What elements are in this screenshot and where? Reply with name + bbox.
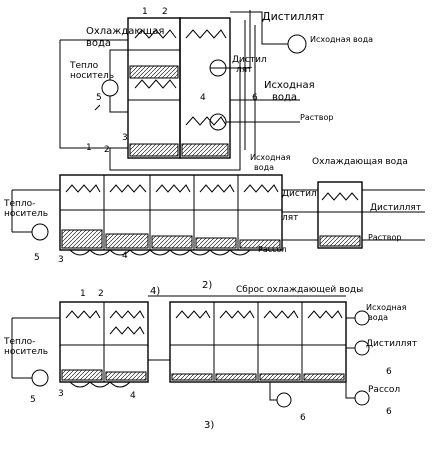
coil-1 [134,29,177,39]
num-2: 2 [162,7,168,17]
label-brine2: Рассол [258,245,287,254]
coil-2 [134,79,177,89]
num-6c: 6 [300,413,306,423]
num-6d: 6 [386,367,392,377]
num-1b: 1 [86,143,92,153]
label-solution2: Раствор [368,233,401,242]
label-distillate-mid-l2: лят [236,65,252,75]
label-heat-carrier2-l1: Тепло- [3,199,35,209]
num-2c: 2 [98,289,104,299]
label-distillate: Дистиллят [262,10,325,23]
num-4b: 4 [122,251,128,261]
num-6: 6 [252,93,258,103]
label-heat-carrier-l2: носитель [70,71,114,81]
label-heat-carrier3-l2: носитель [4,347,48,357]
label-distillate2-mid-l2: лят [282,213,298,223]
heater-1 [101,79,119,97]
num-1: 1 [142,7,148,17]
scheme-2: Исходная вода Охлаждающая вода Дистиллят… [3,143,425,291]
num-5c: 5 [30,395,36,405]
figure-label-2: 2) [202,280,212,291]
label-distillate3: Дистиллят [366,339,417,349]
num-3b: 3 [58,255,64,265]
label-heat-carrier-l1: Тепло [69,61,99,71]
figure-label-4: 4) [150,286,160,297]
pump-source-water [287,34,307,54]
pump-3d [354,390,370,406]
label-brine3: Рассол [368,385,400,395]
label-distillate-mid-l1: Дистил [232,55,267,65]
num-3c: 3 [58,389,64,399]
label-cooling-water2: Охлаждающая вода [312,157,408,167]
scheme-3: Сброс охлаждающей воды Исходная вода Дис… [3,285,417,431]
num-6e: 6 [386,407,392,417]
num-4c: 4 [130,391,136,401]
label-cooling-water-l2: вода [86,38,111,49]
label-solution: Раствор [300,113,333,122]
sump-2 [129,143,179,157]
num-1c: 1 [80,289,86,299]
column-1 [127,17,181,159]
scheme-1: Дистиллят Исходная вода Охлаждающая вода… [59,7,373,171]
label-heat-carrier2-l2: носитель [4,209,48,219]
label-source-water2-l2: вода [254,163,274,172]
label-heat-carrier3-l1: Тепло- [3,337,35,347]
label-cooling-water-dump: Сброс охлаждающей воды [236,285,363,295]
pump-3a [354,310,370,326]
num-4: 4 [200,93,206,103]
label-source-water-a: Исходная [264,80,315,91]
column-2 [179,17,231,159]
num-5: 5 [96,93,102,103]
label-source-water3-l1: Исходная [366,303,407,312]
label-source-water-b: вода [272,92,297,103]
label-distillate2: Дистиллят [370,203,421,213]
figure-label-3: 3) [204,420,214,431]
num-5b: 5 [34,253,40,263]
label-cooling-water-l1: Охлаждающая [86,26,164,37]
num-2b: 2 [104,145,110,155]
label-source-water2-l1: Исходная [250,153,291,162]
label-source-water3-l2: вода [368,313,388,322]
num-3: 3 [122,133,128,143]
heater-2 [31,223,49,241]
sump-1 [129,65,179,79]
heater-3 [31,369,49,387]
label-distillate2-mid-l1: Дистил [282,189,317,199]
label-source-water: Исходная вода [310,35,373,44]
condenser-2 [317,181,363,249]
pump-3c [276,392,292,408]
